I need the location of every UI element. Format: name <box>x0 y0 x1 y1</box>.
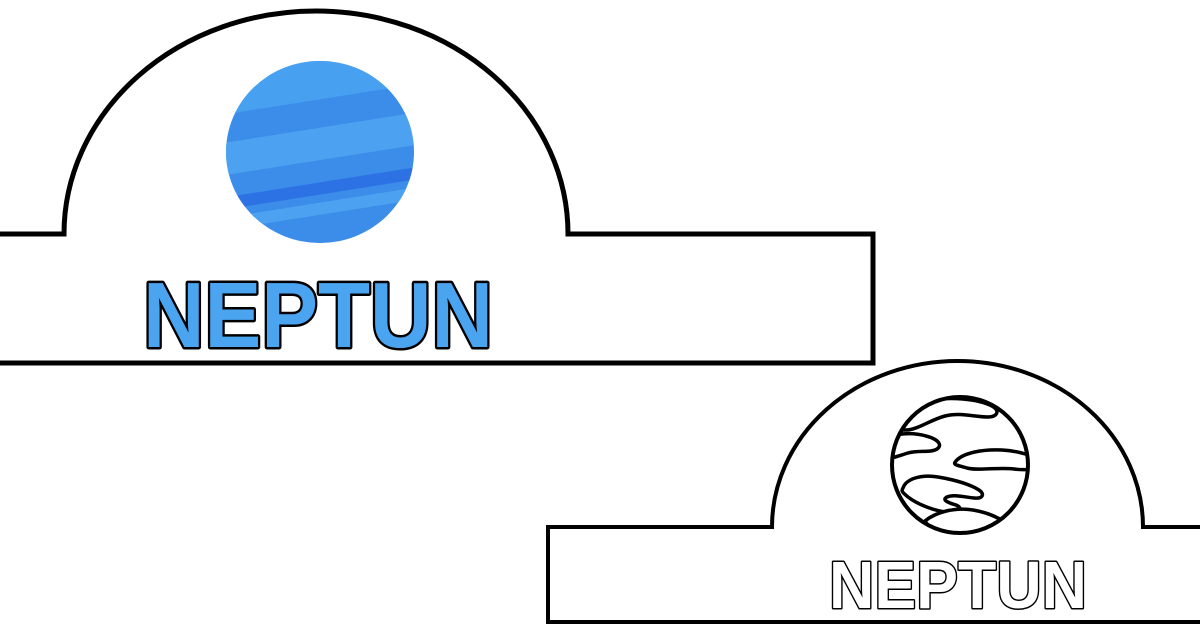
crown-outline: NEPTUN <box>546 359 1200 625</box>
planet-stripe-light-wide <box>226 106 414 182</box>
crown-outline-band-and-dome-shape <box>546 359 1200 624</box>
crown-outline-title: NEPTUN <box>829 548 1087 623</box>
planet-stripe-dark <box>226 159 414 216</box>
crown-colored-band-and-dome-shape <box>0 8 876 366</box>
planet-band-right <box>952 448 1028 472</box>
planet-band-middle-lower <box>900 474 985 514</box>
crown-colored-title: NEPTUN <box>143 263 493 367</box>
crown-colored: NEPTUN <box>0 8 876 370</box>
planet-stripe-light-thin <box>226 179 414 236</box>
neptune-planet-outline-icon <box>890 395 1030 535</box>
planet-outline-ring <box>890 395 1030 535</box>
